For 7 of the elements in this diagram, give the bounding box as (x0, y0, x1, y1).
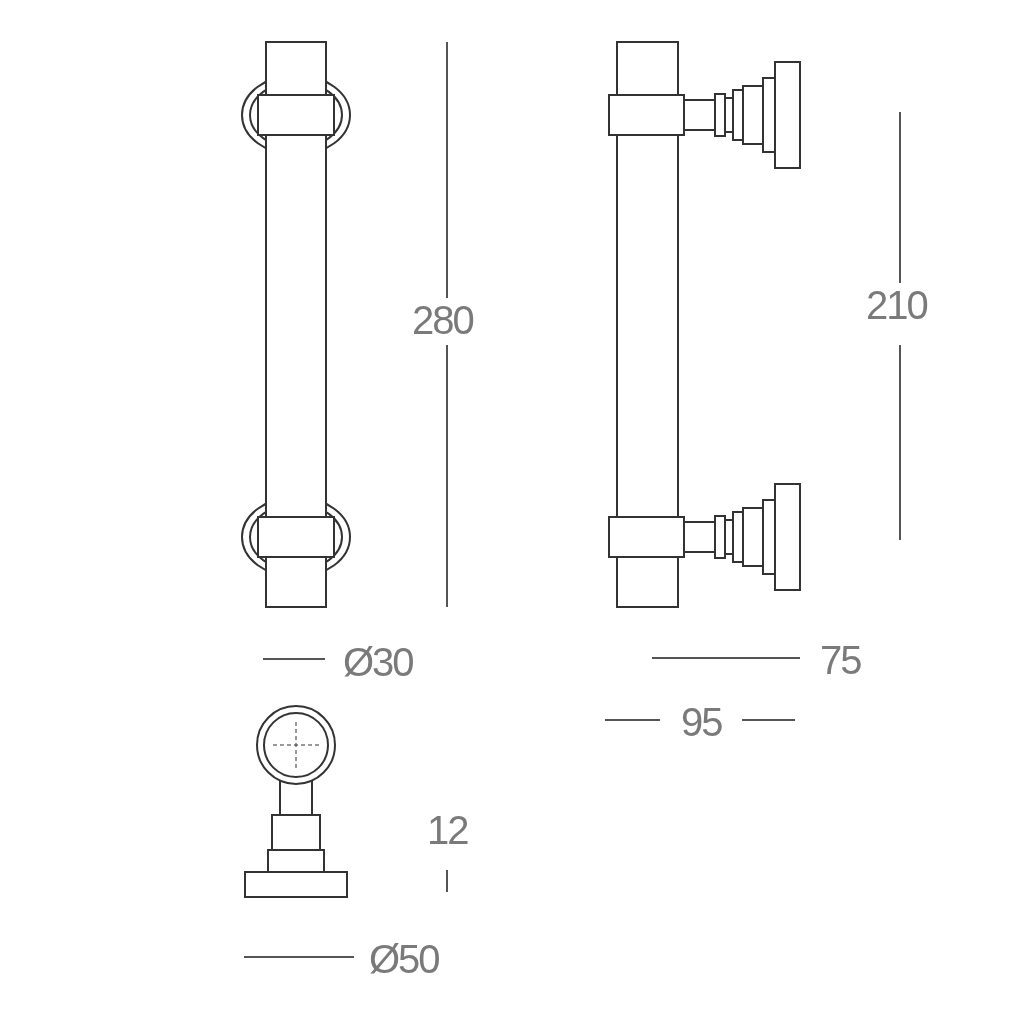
dimension-label: 210 (866, 285, 927, 325)
dimension-label: 75 (820, 640, 861, 680)
dimension-label: 12 (427, 810, 468, 850)
dimension-label: Ø50 (369, 939, 439, 979)
dimension-label: 95 (681, 702, 722, 742)
dimension-label: 280 (412, 300, 473, 340)
dimension-label: Ø30 (343, 642, 413, 682)
